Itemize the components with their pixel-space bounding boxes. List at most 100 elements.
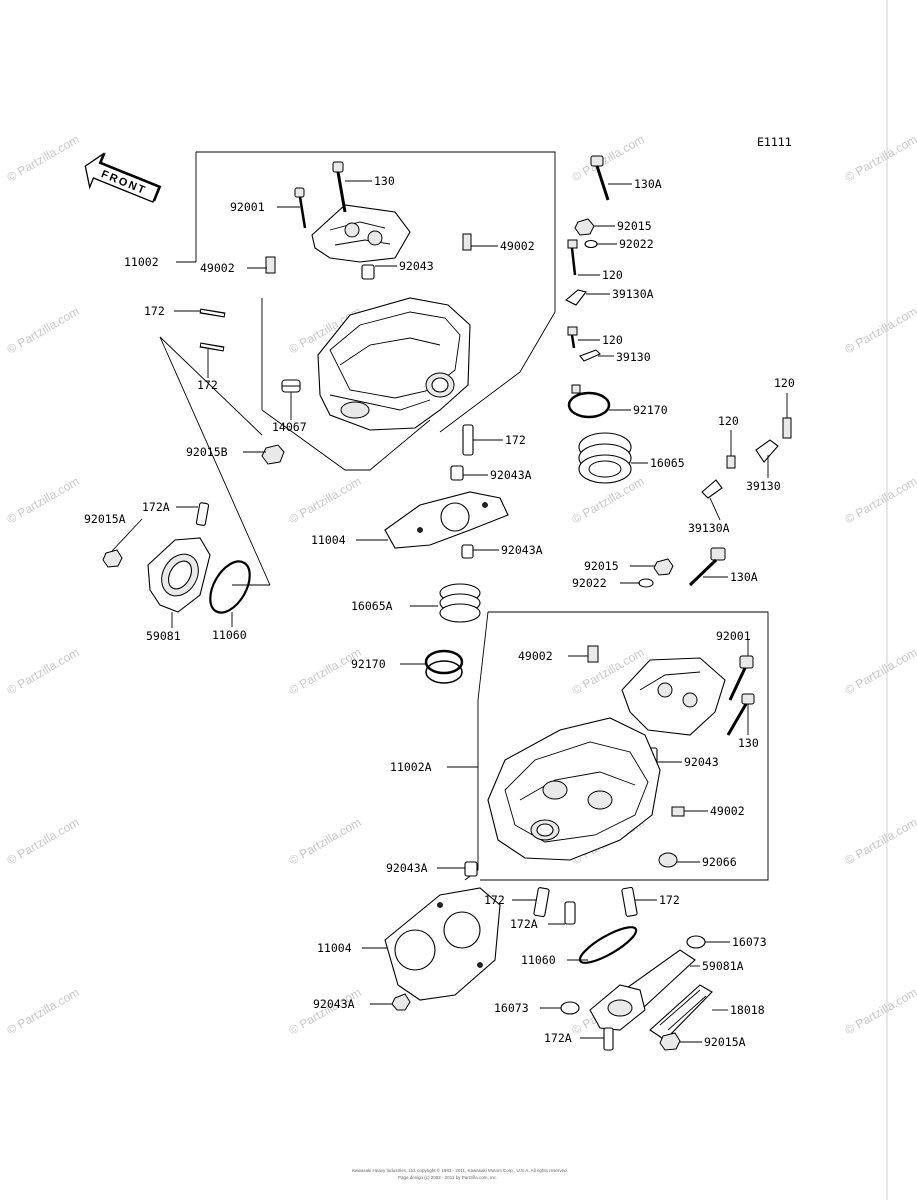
cap-92066: [658, 852, 678, 868]
nut-92015-2: [653, 558, 674, 576]
label-120: 120: [774, 376, 795, 390]
intake-holder-59081: [147, 537, 211, 613]
label-92015b: 92015B: [186, 445, 228, 459]
washer-16073-1: [686, 935, 706, 949]
label-11060: 11060: [521, 953, 556, 967]
plug-49002-low: [671, 806, 685, 817]
stud-172a-3: [603, 1027, 614, 1051]
bolt-120-3: [726, 455, 736, 469]
label-11060: 11060: [212, 628, 247, 642]
bolt-120-4: [782, 417, 792, 439]
label-16073: 16073: [494, 1001, 529, 1015]
plug-49002-left: [265, 256, 276, 274]
label-39130: 39130: [616, 350, 651, 364]
clamp-92170-2: [424, 649, 464, 684]
label-92043a: 92043A: [490, 468, 532, 482]
washer-92022-2: [638, 578, 654, 588]
joint-16065: [578, 432, 632, 484]
label-92043: 92043: [399, 259, 434, 273]
o-ring-11060-1: [209, 560, 251, 614]
pin-92043a-2: [461, 544, 474, 559]
label-92001: 92001: [716, 629, 751, 643]
label-92043a: 92043A: [501, 543, 543, 557]
label-130a: 130A: [730, 570, 758, 584]
stud-172-d: [533, 887, 550, 918]
pin-92043a-4: [391, 993, 411, 1011]
pin-92043a-1: [450, 465, 464, 481]
pin-92043-upper: [361, 264, 375, 280]
label-120: 120: [602, 268, 623, 282]
watermark: © Partzilla.com: [843, 645, 917, 698]
label-39130: 39130: [746, 479, 781, 493]
label-11002: 11002: [124, 255, 159, 269]
label-14067: 14067: [272, 420, 307, 434]
bolt-120-1: [567, 239, 578, 276]
bolt-130-lower: [726, 693, 755, 736]
bracket-39130-2: [755, 439, 779, 463]
label-92015a: 92015A: [704, 1035, 746, 1049]
upper-group-frame: [159, 151, 556, 471]
front-arrow-icon: FRONT: [84, 152, 162, 203]
nut-92015a-2: [659, 1032, 681, 1051]
bolt-120-2: [567, 326, 578, 349]
label-59081a: 59081A: [702, 959, 744, 973]
label-92022: 92022: [572, 576, 607, 590]
label-130: 130: [374, 174, 395, 188]
stud-172a-2: [564, 901, 576, 925]
stud-172-b: [199, 342, 225, 352]
label-92015a: 92015A: [84, 512, 126, 526]
label-92066: 92066: [702, 855, 737, 869]
part-number-labels: 130 92001 11002 49002 92043 49002 172 17…: [84, 174, 795, 1049]
bolt-130a-top: [590, 155, 610, 201]
label-120: 120: [602, 333, 623, 347]
label-172: 172: [484, 893, 505, 907]
label-16073: 16073: [732, 935, 767, 949]
label-92170: 92170: [633, 403, 668, 417]
cylinder-head-lower: [487, 717, 661, 861]
joint-16065a: [439, 583, 481, 623]
gasket-11004-lower: [384, 887, 501, 1001]
dowel-14067: [281, 379, 301, 393]
label-11004: 11004: [317, 941, 352, 955]
nut-92015-1: [574, 218, 595, 236]
label-39130a: 39130A: [688, 521, 730, 535]
watermark: © Partzilla.com: [843, 815, 917, 868]
label-92015: 92015: [584, 559, 619, 573]
watermark: © Partzilla.com: [843, 304, 917, 357]
bracket-39130-1: [579, 349, 601, 362]
watermark: © Partzilla.com: [5, 474, 82, 527]
watermark: © Partzilla.com: [5, 304, 82, 357]
label-172: 172: [659, 893, 680, 907]
washer-92022-1: [584, 239, 598, 249]
stud-172-a: [199, 308, 226, 318]
watermark: © Partzilla.com: [287, 645, 364, 698]
nut-92015a-1: [102, 549, 123, 568]
leader-lines: [111, 180, 788, 1043]
label-11004: 11004: [311, 533, 346, 547]
watermark: © Partzilla.com: [5, 985, 82, 1038]
label-172a: 172A: [544, 1031, 572, 1045]
label-172a: 172A: [510, 917, 538, 931]
washer-16073-2: [560, 1001, 580, 1015]
label-130a: 130A: [634, 177, 662, 191]
label-172a: 172A: [142, 500, 170, 514]
stud-172-e: [621, 886, 638, 917]
label-92170: 92170: [351, 657, 386, 671]
label-92015: 92015: [617, 219, 652, 233]
bracket-39130a-1: [565, 289, 587, 306]
label-92022: 92022: [619, 237, 654, 251]
pipe-59081a: [589, 949, 696, 1031]
label-11002a: 11002A: [390, 760, 432, 774]
label-120: 120: [718, 414, 739, 428]
label-92001: 92001: [230, 200, 265, 214]
cylinder-head-upper: [317, 297, 471, 431]
watermark: © Partzilla.com: [5, 815, 82, 868]
plug-49002-right: [462, 233, 472, 251]
label-16065a: 16065A: [351, 599, 393, 613]
bolt-130-upper: [332, 161, 347, 213]
label-49002: 49002: [200, 261, 235, 275]
camshaft-holder-lower: [621, 657, 726, 736]
label-49002: 49002: [500, 239, 535, 253]
watermark: © Partzilla.com: [287, 985, 364, 1038]
